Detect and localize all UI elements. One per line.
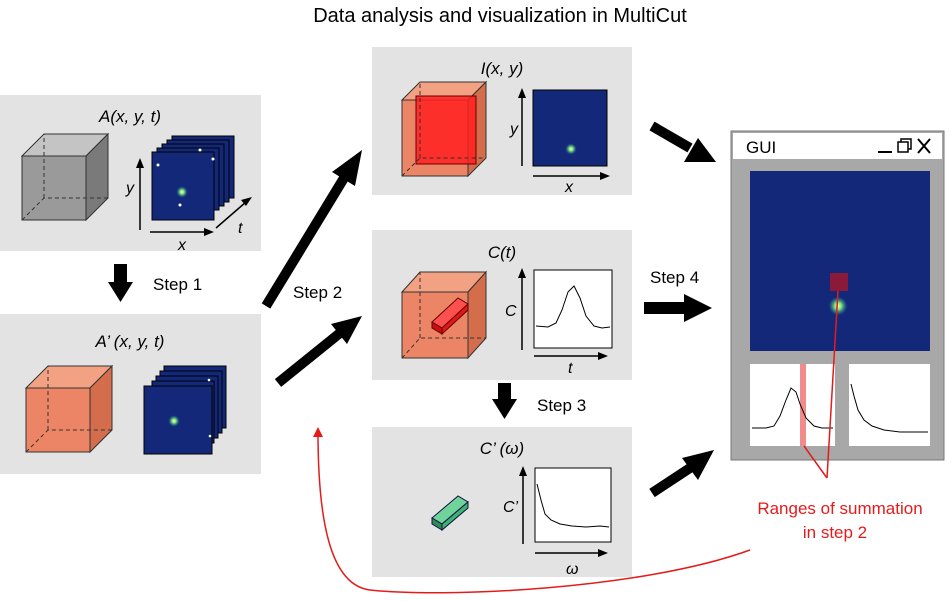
step2-arrow-up (261, 150, 362, 309)
gray-cube (20, 132, 110, 222)
gui-trace-plot[interactable] (750, 364, 835, 446)
trace-panel: C(t) C t (372, 230, 632, 380)
gui-roi-marker[interactable] (830, 273, 848, 291)
orange-cube (24, 364, 114, 454)
annotation-line1: Ranges of summation (757, 499, 922, 518)
spectrum-panel: C’ (ω) C’ ω (372, 427, 632, 578)
cube-with-red-slab (400, 80, 488, 178)
raw-axis-t: t (238, 220, 243, 237)
raw-image-stack (151, 135, 235, 221)
raw-axis-y: y (125, 180, 135, 197)
spectrum-panel-label: C’ (ω) (480, 439, 524, 458)
spectrum-curve (536, 483, 610, 528)
step4-label: Step 4 (650, 268, 699, 287)
image-axis-x: x (564, 179, 574, 196)
arrow-spectrum-to-gui (649, 450, 714, 498)
trace-curve (535, 285, 611, 329)
processed-data-panel: A’ (x, y, t) (0, 314, 261, 474)
spectrum-plot (534, 467, 612, 543)
arrow-image-to-gui (649, 121, 716, 162)
summation-pointers (803, 290, 839, 479)
step1-arrow (108, 264, 133, 302)
trace-panel-label: C(t) (488, 243, 516, 262)
gui-title: GUI (746, 138, 776, 157)
gui-image-view[interactable] (750, 171, 930, 351)
restore-icon[interactable] (897, 138, 912, 153)
step2-arrow-mid (274, 316, 362, 387)
raw-panel-label: A(x, y, t) (98, 107, 161, 126)
cube-with-red-bar (400, 270, 488, 360)
close-icon[interactable] (917, 138, 931, 154)
step4-arrow (644, 294, 712, 322)
step3-label: Step 3 (537, 396, 586, 415)
step2-label: Step 2 (293, 283, 342, 302)
spectrum-axis-x: ω (566, 561, 578, 578)
processed-image-stack (143, 365, 227, 455)
step3-arrow (492, 383, 517, 419)
trace-plot (533, 269, 613, 349)
image-axis-y: y (509, 121, 519, 138)
gui-spectrum-plot[interactable] (849, 364, 930, 446)
processed-panel-label: A’ (x, y, t) (95, 332, 165, 351)
gui-summation-range[interactable] (800, 364, 806, 446)
trace-axis-y: C (505, 303, 517, 320)
green-bar (431, 495, 469, 532)
trace-axis-x: t (568, 360, 573, 377)
step1-label: Step 1 (153, 275, 202, 294)
feedback-arrow (313, 427, 751, 594)
spectrum-axis-y: C’ (503, 499, 519, 516)
diagram-title: Data analysis and visualization in Multi… (313, 5, 687, 27)
image-panel-label: I(x, y) (481, 59, 524, 78)
raw-data-panel: A(x, y, t) y x t (0, 95, 261, 254)
raw-axis-x: x (177, 237, 187, 254)
annotation-line2: in step 2 (803, 523, 867, 542)
gui-window[interactable]: GUI (730, 130, 945, 461)
image-panel: I(x, y) y x (372, 47, 632, 196)
